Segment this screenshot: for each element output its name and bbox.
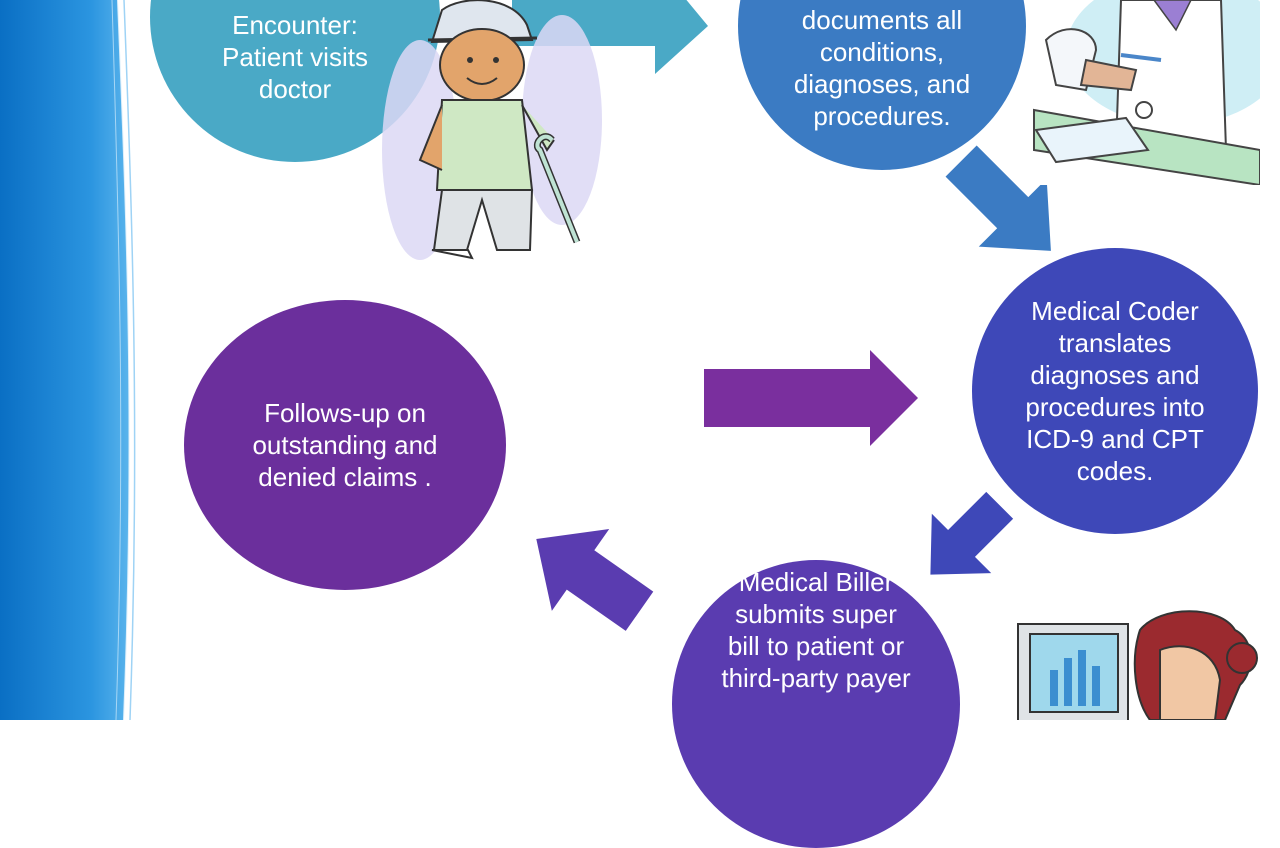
node-follow-up: Follows-up on outstanding and denied cla…	[184, 300, 506, 590]
node-medical-biller: Medical Biller submits super bill to pat…	[672, 560, 960, 848]
computer-user-icon	[1017, 610, 1258, 720]
patient-with-cane-icon	[382, 0, 602, 260]
arrow-coder-to-biller	[930, 491, 1014, 575]
arrow-physician-to-coder	[945, 145, 1051, 251]
node-medical-coder: Medical Coder translates diagnoses and p…	[972, 248, 1258, 534]
side-band	[0, 0, 136, 720]
arrow-followup-to-coder	[704, 350, 918, 446]
doctor-with-clipboard-icon	[1026, 0, 1260, 185]
arrow-biller-to-followup	[536, 529, 654, 631]
